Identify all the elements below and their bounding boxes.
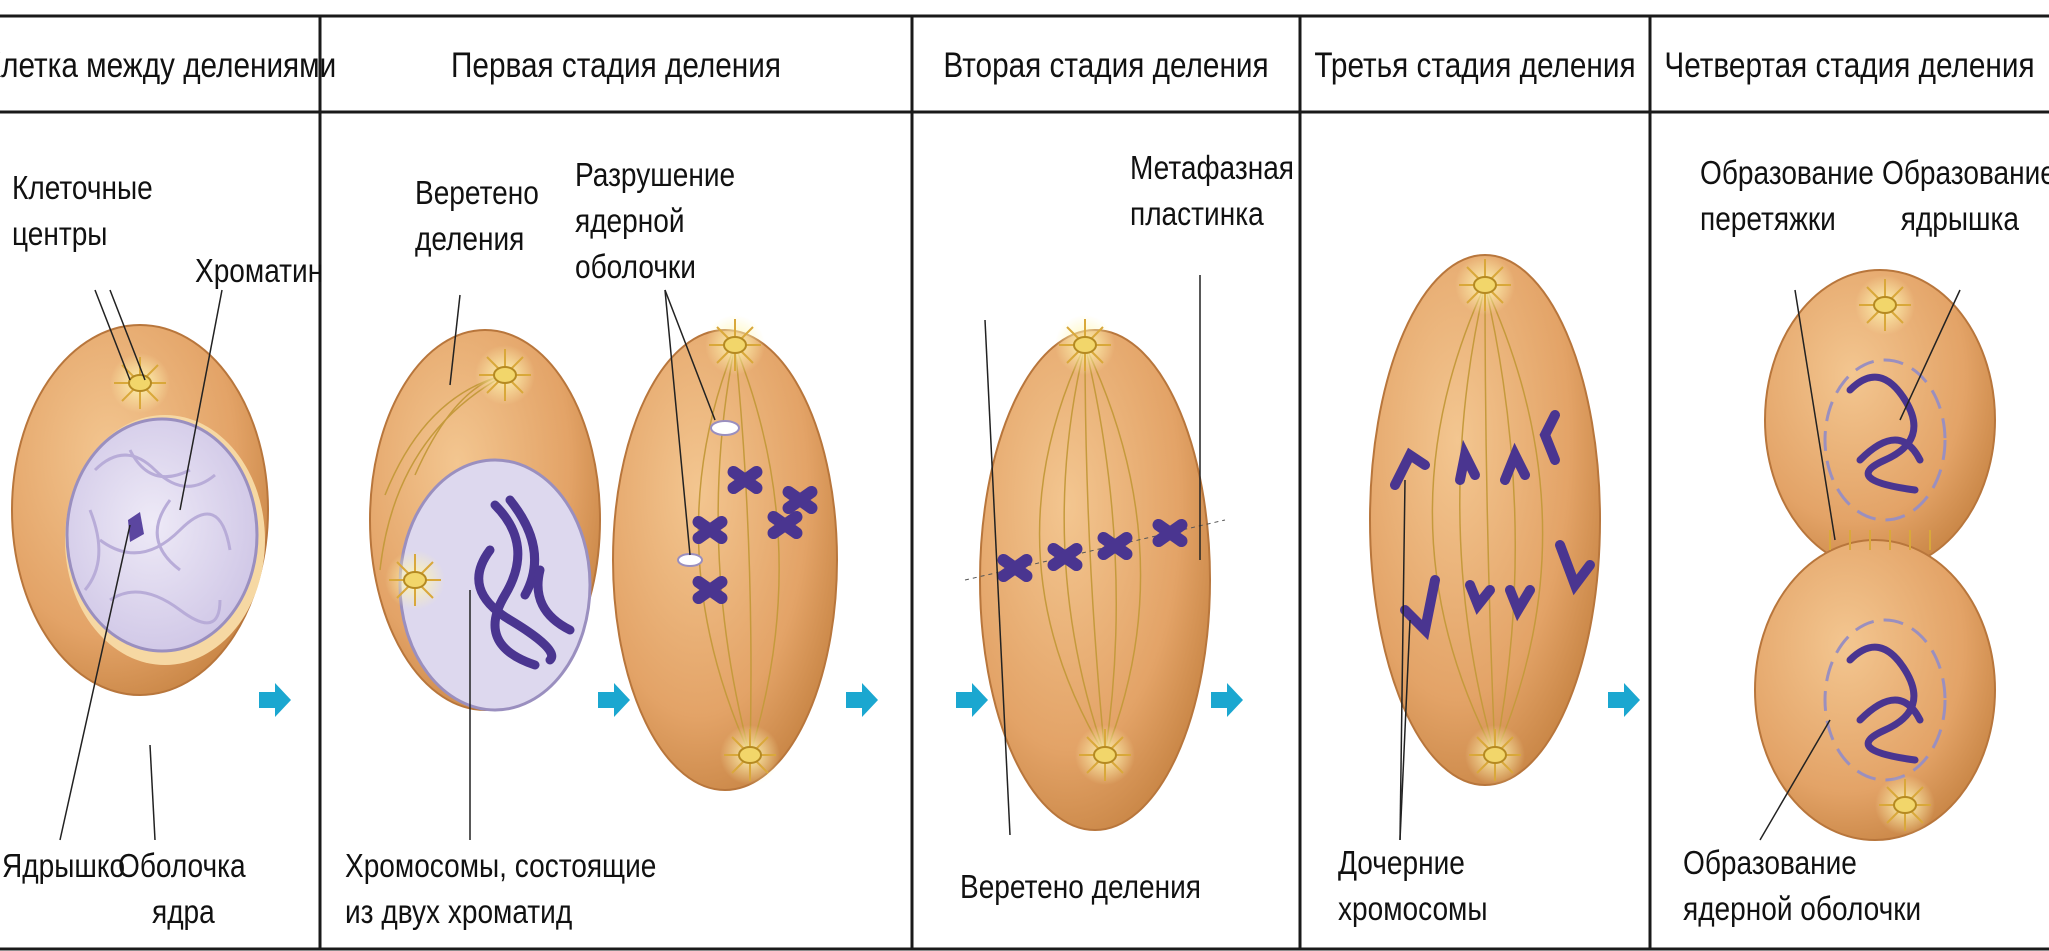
header-interphase: Клетка между делениями <box>24 18 296 114</box>
header-stage-1: Первая стадия деления <box>364 18 867 114</box>
label-spindle-1: Веретено деления <box>415 170 539 262</box>
header-stage-2: Вторая стадия деления <box>941 18 1271 114</box>
label-spindle-2: Веретено деления <box>960 864 1201 910</box>
prophase-cell <box>370 330 600 710</box>
label-nucleolus: Ядрышко <box>2 843 125 889</box>
label-envelope-breakdown: Разрушение ядерной оболочки <box>575 152 735 290</box>
prometaphase-cell <box>613 315 837 790</box>
telophase-cell <box>1755 270 1995 840</box>
label-chromatin: Хроматин <box>195 248 323 294</box>
label-envelope-formation: Образование ядерной оболочки <box>1683 840 1921 932</box>
metaphase-cell <box>965 315 1225 830</box>
label-daughter-chromosomes: Дочерние хромосомы <box>1338 840 1488 932</box>
label-centrosomes: Клеточные центры <box>12 165 153 257</box>
header-stage-3: Третья стадия деления <box>1326 18 1624 114</box>
header-stage-4: Четвертая стадия деления <box>1680 18 2019 114</box>
label-nuclear-envelope: Оболочка ядра <box>118 843 246 935</box>
label-chromosomes: Хромосомы, состоящие из двух хроматид <box>345 843 656 935</box>
label-nucleolus-formation: Образование ядрышка <box>1882 150 2049 242</box>
interphase-cell <box>12 325 268 695</box>
label-furrow-formation: Образование перетяжки <box>1700 150 1874 242</box>
label-metaphase-plate: Метафазная пластинка <box>1130 145 1294 237</box>
